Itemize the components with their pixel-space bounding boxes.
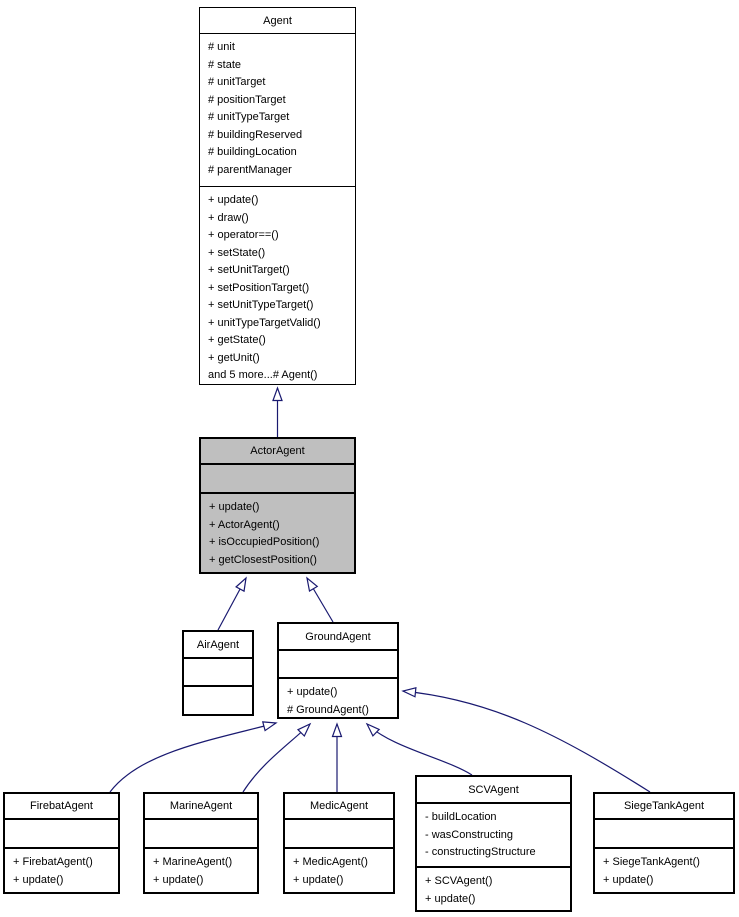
- attribute: # buildingReserved: [208, 128, 303, 141]
- class-methods: + MedicAgent() + update(): [285, 849, 393, 892]
- class-title: GroundAgent: [279, 624, 397, 651]
- attribute: # unitTarget: [208, 76, 266, 88]
- class-title: Agent: [200, 8, 355, 34]
- class-attributes: [201, 465, 354, 494]
- attribute: # buildingLocation: [208, 146, 297, 158]
- attribute: # unitTypeTarget: [208, 111, 290, 123]
- edge-airagent-to-actoragent: [217, 576, 247, 631]
- class-attributes: [285, 820, 393, 849]
- method: # GroundAgent(): [287, 703, 369, 716]
- method: + getState(): [208, 334, 266, 346]
- method: + update(): [287, 686, 338, 698]
- attribute: - constructingStructure: [425, 846, 536, 858]
- method: + update(): [425, 892, 476, 905]
- class-methods: + SCVAgent() + update(): [417, 868, 570, 910]
- method: + operator==(): [208, 229, 279, 241]
- class-title: ActorAgent: [201, 439, 354, 465]
- class-box-medicagent[interactable]: MedicAgent + MedicAgent() + update(): [283, 792, 395, 894]
- method: + setUnitTypeTarget(): [208, 299, 314, 311]
- class-methods: + update() # GroundAgent(): [279, 679, 397, 717]
- class-title: MarineAgent: [145, 794, 257, 820]
- class-methods: + update() + draw() + operator==() + set…: [200, 187, 355, 384]
- class-box-groundagent[interactable]: GroundAgent + update() # GroundAgent(): [277, 622, 399, 719]
- class-box-siegetankagent[interactable]: SiegeTankAgent + SiegeTankAgent() + upda…: [593, 792, 735, 894]
- attribute: - wasConstructing: [425, 828, 514, 841]
- class-attributes: - buildLocation - wasConstructing - cons…: [417, 804, 570, 868]
- class-box-actoragent[interactable]: ActorAgent + update() + ActorAgent() + i…: [199, 437, 356, 574]
- class-attributes: # unit # state # unitTarget # positionTa…: [200, 34, 355, 187]
- class-title: FirebatAgent: [5, 794, 118, 820]
- method: + setPositionTarget(): [208, 281, 310, 294]
- method: + MedicAgent(): [293, 856, 368, 868]
- method: + getUnit(): [208, 351, 260, 364]
- class-attributes: [145, 820, 257, 849]
- edge-siegetankagent-to-groundagent: [401, 686, 651, 793]
- method: + SiegeTankAgent(): [603, 856, 700, 868]
- method: + update(): [603, 873, 654, 886]
- class-attributes: [184, 659, 252, 687]
- method: + unitTypeTargetValid(): [208, 316, 321, 329]
- method: + update(): [293, 873, 344, 886]
- attribute: - buildLocation: [425, 811, 497, 823]
- method: + update(): [13, 873, 64, 886]
- edge-scvagent-to-groundagent: [365, 722, 473, 776]
- attribute: # parentManager: [208, 163, 292, 176]
- method: + update(): [153, 873, 204, 886]
- class-box-airagent[interactable]: AirAgent: [182, 630, 254, 716]
- class-methods: + MarineAgent() + update(): [145, 849, 257, 892]
- method: + draw(): [208, 211, 249, 224]
- class-box-firebatagent[interactable]: FirebatAgent + FirebatAgent() + update(): [3, 792, 120, 894]
- class-box-agent[interactable]: Agent # unit # state # unitTarget # posi…: [199, 7, 356, 385]
- class-methods: + FirebatAgent() + update(): [5, 849, 118, 892]
- class-title: MedicAgent: [285, 794, 393, 820]
- class-box-scvagent[interactable]: SCVAgent - buildLocation - wasConstructi…: [415, 775, 572, 912]
- class-attributes: [279, 651, 397, 679]
- method: + MarineAgent(): [153, 856, 233, 868]
- class-attributes: [595, 820, 733, 849]
- class-methods: + SiegeTankAgent() + update(): [595, 849, 733, 892]
- method: + getClosestPosition(): [209, 553, 317, 566]
- attribute: # unit: [208, 41, 235, 53]
- attribute: # state: [208, 58, 242, 71]
- method-more: and 5 more...# Agent(): [208, 369, 318, 381]
- class-title: SCVAgent: [417, 777, 570, 804]
- method: + isOccupiedPosition(): [209, 536, 320, 548]
- class-methods: + update() + ActorAgent() + isOccupiedPo…: [201, 494, 354, 572]
- edge-firebatagent-to-groundagent: [109, 721, 278, 793]
- attribute: # positionTarget: [208, 93, 286, 106]
- method: + setState(): [208, 246, 266, 259]
- edge-marineagent-to-groundagent: [242, 722, 312, 793]
- class-title: AirAgent: [184, 632, 252, 659]
- method: + update(): [209, 501, 260, 513]
- method: + FirebatAgent(): [13, 856, 93, 868]
- class-methods: [184, 687, 252, 714]
- class-attributes: [5, 820, 118, 849]
- method: + ActorAgent(): [209, 518, 280, 531]
- method: + SCVAgent(): [425, 875, 493, 887]
- edge-groundagent-to-actoragent: [306, 576, 334, 623]
- class-title: SiegeTankAgent: [595, 794, 733, 820]
- method: + update(): [208, 194, 259, 206]
- method: + setUnitTarget(): [208, 264, 290, 276]
- class-box-marineagent[interactable]: MarineAgent + MarineAgent() + update(): [143, 792, 259, 894]
